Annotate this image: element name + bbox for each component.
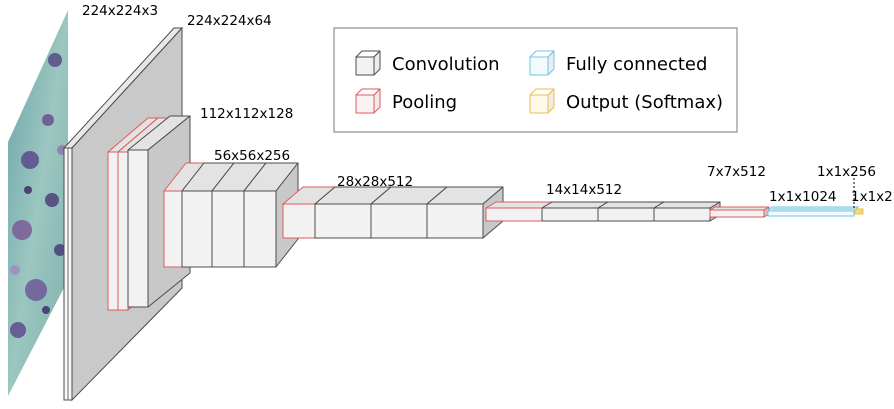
layer-blocks — [108, 116, 769, 310]
label-fc2: 1x1x256 — [817, 164, 876, 180]
pool5-block-front — [710, 210, 764, 217]
conv4-block-a-front — [315, 204, 371, 238]
label-conv3: 56x56x256 — [214, 148, 290, 164]
conv3-block-b-front — [212, 191, 244, 267]
legend-out-label: Output (Softmax) — [566, 92, 723, 113]
label-input: 224x224x3 — [82, 3, 158, 19]
conv5-block-b-top — [598, 202, 664, 208]
legend-item-conv: Convolution — [356, 51, 500, 75]
label-conv1: 224x224x64 — [187, 13, 272, 29]
conv5-block-c-front — [654, 208, 710, 221]
conv5-block-c-top — [654, 202, 720, 208]
conv5-block-a-front — [542, 208, 598, 221]
label-conv2: 112x112x128 — [200, 106, 293, 122]
pool4-block-top — [486, 202, 552, 208]
conv5-block-b-front — [598, 208, 654, 221]
legend-item-pool: Pooling — [356, 89, 457, 113]
legend-conv-cube-icon — [356, 51, 380, 75]
conv4-block-b-front — [371, 204, 427, 238]
legend-pool-label: Pooling — [392, 92, 457, 113]
label-output: 1x1x2 — [851, 189, 893, 205]
legend-out-cube-icon — [530, 89, 554, 113]
conv3-block-a-front — [182, 191, 212, 267]
label-fc1: 1x1x1024 — [769, 189, 837, 205]
legend-conv-label: Convolution — [392, 54, 500, 75]
pool1-block-front — [108, 152, 118, 310]
output-softmax-block — [855, 209, 863, 214]
legend-fc-label: Fully connected — [566, 54, 707, 75]
conv5-block-a-top — [542, 202, 608, 208]
label-conv5: 14x14x512 — [546, 182, 622, 198]
pool3-block-front — [283, 204, 315, 238]
legend-box — [334, 28, 737, 132]
input-image — [8, 10, 68, 396]
pool5-block — [710, 207, 769, 217]
conv4-block-c-front — [427, 204, 483, 238]
label-conv4: 28x28x512 — [337, 174, 413, 190]
legend-pool-cube-icon — [356, 89, 380, 113]
conv2-block-a-front — [118, 152, 128, 310]
conv2-block-b-front — [128, 150, 148, 307]
pool2-block-front — [164, 191, 182, 267]
label-pool5: 7x7x512 — [707, 164, 766, 180]
legend-fc-cube-icon — [530, 51, 554, 75]
pool4-block-front — [486, 208, 542, 221]
conv3-block-c-front — [244, 191, 276, 267]
